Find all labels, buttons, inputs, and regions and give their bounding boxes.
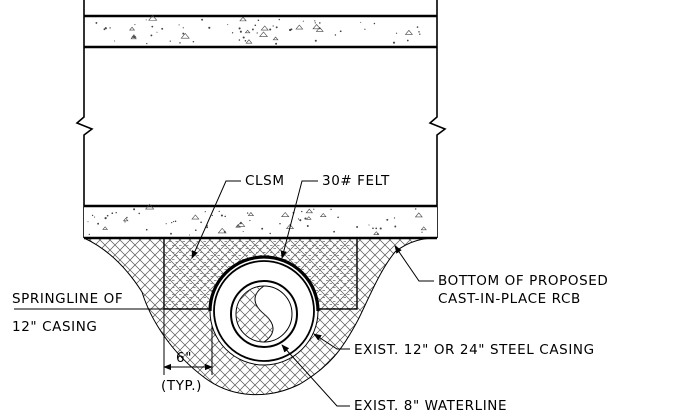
label-steel-casing: EXIST. 12" OR 24" STEEL CASING	[354, 342, 595, 358]
earth-outline	[83, 237, 438, 396]
label-felt: 30# FELT	[322, 173, 390, 189]
label-springline-line2: 12" CASING	[12, 319, 97, 335]
leader-lines	[191, 180, 434, 407]
label-springline-line1: SPRINGLINE OF	[12, 291, 123, 307]
dimension-value: 6"	[176, 350, 192, 366]
bottom-slab	[84, 203, 437, 240]
top-slab	[84, 14, 437, 49]
culvert-walls	[75, 0, 447, 238]
dimension-typ: (TYP.)	[161, 378, 202, 394]
waterline-pipe	[230, 280, 298, 348]
dimension-6in	[163, 309, 213, 375]
label-waterline: EXIST. 8" WATERLINE	[354, 398, 507, 414]
label-bottom-line1: BOTTOM OF PROPOSED	[438, 273, 608, 289]
label-bottom-line2: CAST-IN-PLACE RCB	[438, 291, 581, 307]
label-clsm: CLSM	[245, 173, 285, 189]
